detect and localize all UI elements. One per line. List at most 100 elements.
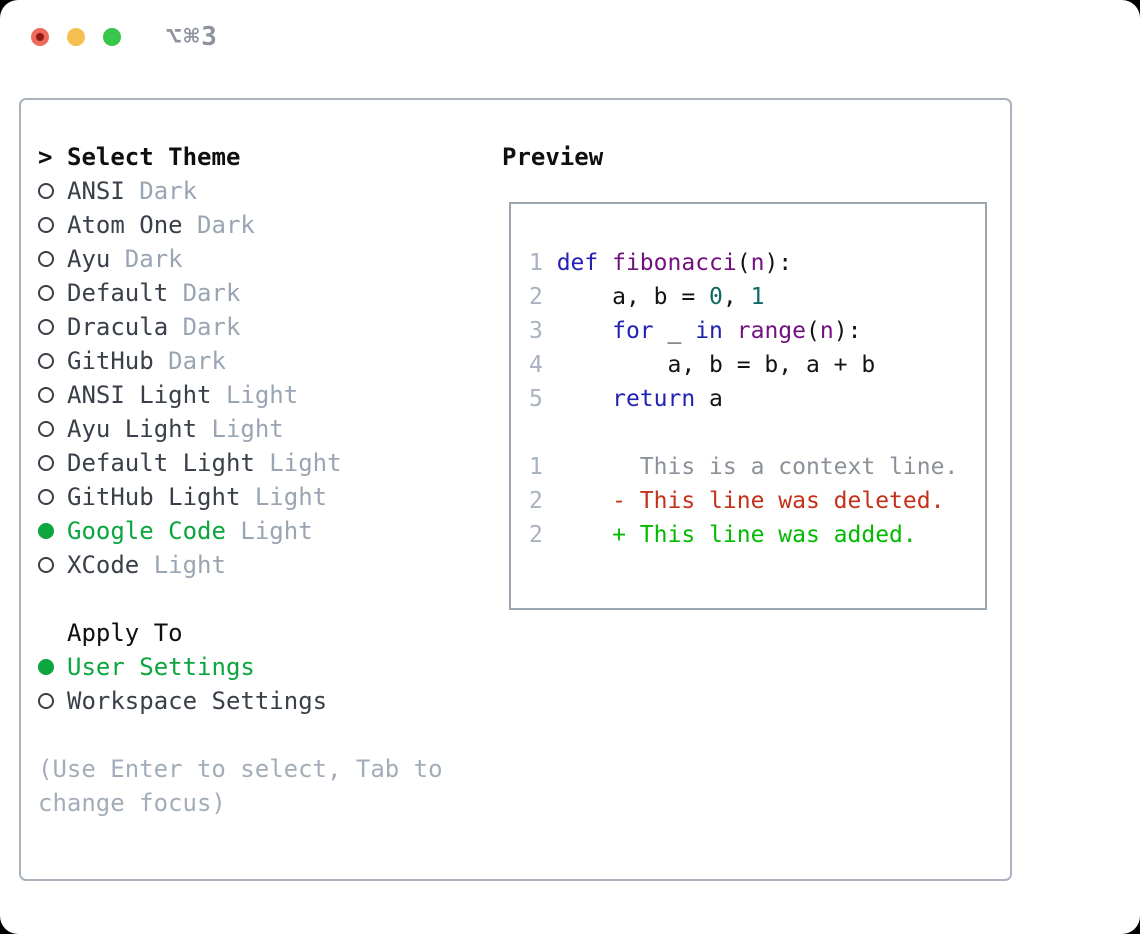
theme-item-ayu-light[interactable]: Ayu Light Light [38,412,443,446]
window-title-shortcut: ⌥⌘3 [166,22,219,52]
theme-item-dracula[interactable]: Dracula Dark [38,310,443,344]
apply-item-label: Workspace Settings [67,687,328,715]
radio-circle [38,421,54,437]
radio-selected-icon [38,659,67,675]
radio-icon [38,421,67,437]
code-token: fibonacci [612,250,737,276]
radio-circle [38,319,54,335]
theme-item-default-light[interactable]: Default Light Light [38,446,443,480]
theme-variant: Light [197,415,284,443]
diff-line-deleted: 2 - This line was deleted. [529,484,958,518]
theme-item-atom-one[interactable]: Atom One Dark [38,208,443,242]
theme-item-github-light[interactable]: GitHub Light Light [38,480,443,514]
theme-item-ansi-light[interactable]: ANSI Light Light [38,378,443,412]
apply-item-label: User Settings [67,653,255,681]
theme-item-google-code[interactable]: Google Code Light [38,514,443,548]
close-button-dot-icon [36,33,44,41]
apply-to-title: Apply To [67,619,183,647]
help-text-line-1: (Use Enter to select, Tab to [38,752,443,786]
theme-item-github[interactable]: GitHub Dark [38,344,443,378]
close-button[interactable] [31,28,49,46]
theme-variant: Dark [110,245,183,273]
code-token: - This line was deleted. [556,488,945,514]
code-token [723,318,737,344]
line-number: 1 [529,250,557,276]
theme-variant: Light [254,449,342,477]
theme-item-default[interactable]: Default Dark [38,276,443,310]
theme-item-xcode[interactable]: XCode Light [38,548,443,582]
blank-line [529,416,958,450]
radio-icon [38,217,67,233]
radio-circle [38,557,54,573]
code-token: def [556,250,599,276]
zoom-button[interactable] [103,28,121,46]
theme-variant: Light [139,551,226,579]
theme-variant: Light [225,517,313,545]
theme-variant: Dark [168,279,241,307]
code-line-4: 4 a, b = b, a + b [529,348,958,382]
theme-name: Ayu [67,245,111,273]
theme-name: ANSI Light [67,381,212,409]
code-token: range [736,318,806,344]
theme-item-ayu[interactable]: Ayu Dark [38,242,443,276]
theme-name: Atom One [67,211,183,239]
theme-name: GitHub Light [67,483,241,511]
radio-circle [38,489,54,505]
apply-item-workspace-settings[interactable]: Workspace Settings [38,684,443,718]
radio-circle [38,183,54,199]
code-token: ( [736,250,751,276]
theme-variant: Light [240,483,328,511]
code-line-3: 3 for _ in range(n): [529,314,958,348]
theme-list-title: Select Theme [67,143,241,171]
apply-item-user-settings[interactable]: User Settings [38,650,443,684]
radio-icon [38,557,67,573]
code-token: a, b = [556,284,710,310]
radio-selected-icon [38,523,67,539]
help-text: (Use Enter to select, Tab to [38,755,443,783]
radio-circle [38,217,54,233]
prompt-glyph: > [38,143,53,171]
diff-line-context: 1 This is a context line. [529,450,958,484]
code-token: + This line was added. [556,522,917,548]
theme-variant: Dark [182,211,255,239]
code-token [598,250,612,276]
code-token: ): [833,318,862,344]
minimize-button[interactable] [67,28,85,46]
radio-circle [38,353,54,369]
spacer-row [38,582,443,616]
code-token: 1 [750,284,765,310]
code-token: for [612,318,654,344]
theme-variant: Dark [168,313,241,341]
code-token: a [695,386,723,412]
code-token: n [819,318,834,344]
theme-name: GitHub [67,347,154,375]
line-number: 3 [529,318,557,344]
code-token: 0 [709,284,723,310]
help-text: change focus) [38,789,226,817]
code-token: ): [764,250,793,276]
radio-icon [38,489,67,505]
radio-icon [38,693,67,709]
line-number: 2 [529,284,557,310]
theme-item-ansi[interactable]: ANSI Dark [38,174,443,208]
traffic-lights [31,28,121,46]
theme-name: ANSI [67,177,125,205]
radio-icon [38,285,67,301]
code-token [557,386,612,412]
line-number: 1 [529,454,557,480]
code-token: in [695,318,723,344]
line-number: 2 [529,488,557,514]
radio-circle [38,659,54,675]
theme-list-header-row: > Select Theme [38,140,443,174]
radio-icon [38,353,67,369]
theme-variant: Dark [153,347,226,375]
code-token: n [750,250,765,276]
radio-circle [38,251,54,267]
code-line-1: 1 def fibonacci(n): [529,246,958,280]
radio-icon [38,319,67,335]
code-line-5: 5 return a [529,382,958,416]
help-text-line-2: change focus) [38,786,443,820]
